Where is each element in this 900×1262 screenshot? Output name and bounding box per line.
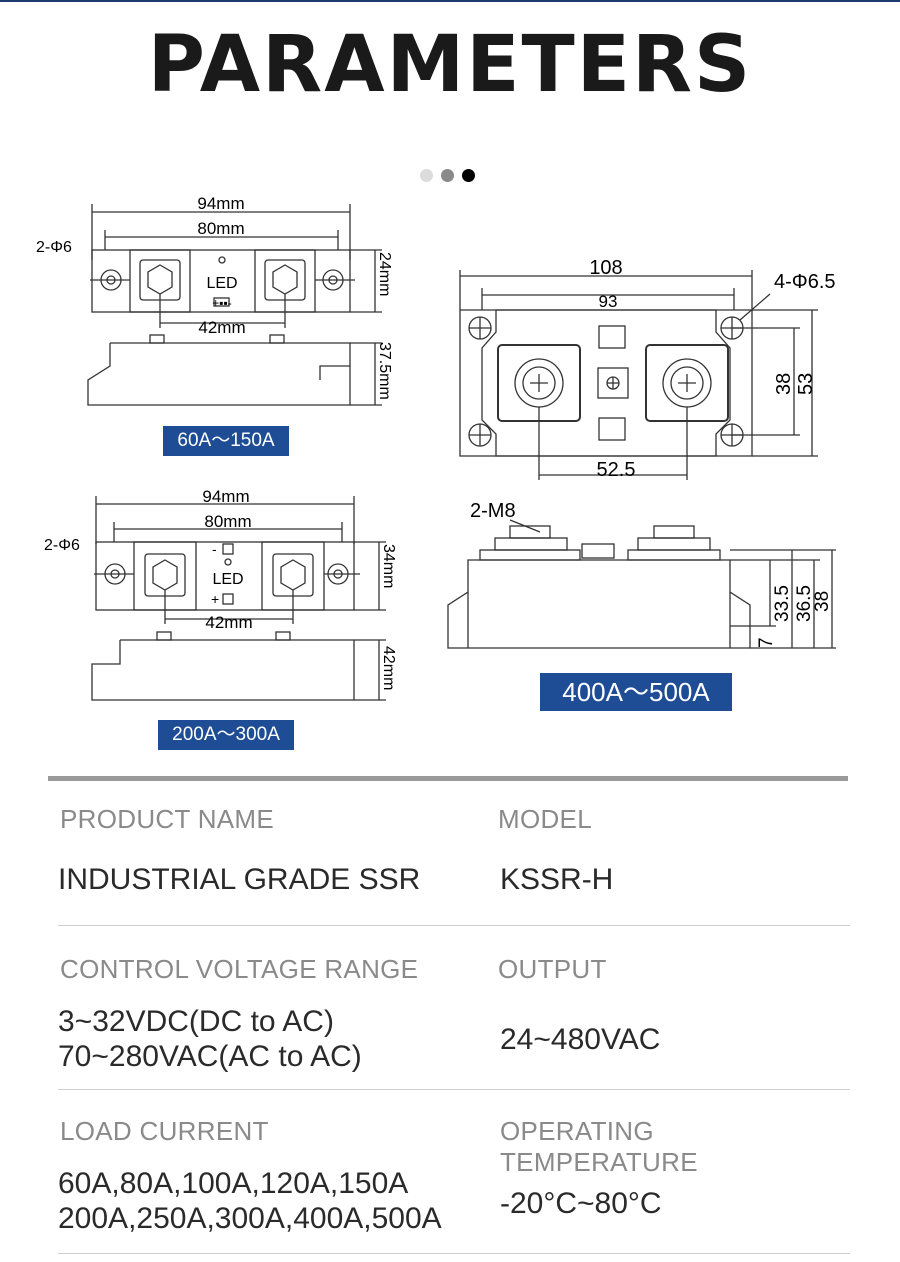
badge-200a-300a: 200A～300A (158, 720, 294, 750)
carousel-dot-1[interactable] (420, 169, 433, 182)
dim-42-depth-label: 42mm (380, 646, 397, 690)
led-label: LED (212, 571, 243, 588)
output-value: 24~480VAC (500, 1023, 661, 1056)
spec-table: PRODUCT NAME INDUSTRIAL GRADE SSR MODEL … (58, 782, 850, 1254)
hole-label: 2-Φ6 (44, 537, 80, 554)
model-label: MODEL (498, 804, 592, 834)
top-accent-line (0, 0, 900, 2)
spec-row-voltage: CONTROL VOLTAGE RANGE 3~32VDC(DC to AC) … (58, 926, 850, 1090)
dim-94-label: 94mm (202, 487, 249, 506)
side-dim-7: 7 (756, 637, 777, 648)
dim-38-label: 38 (773, 373, 795, 395)
diagram-400a-500a: 108 93 52.5 4-Φ6.5 2-M8 38 53 33.5 36.5 … (447, 257, 836, 649)
dim-80-label: 80mm (204, 512, 251, 531)
hole-label: 4-Φ6.5 (774, 271, 836, 293)
led-label: LED (206, 275, 237, 292)
side-dim-36-5: 36.5 (794, 585, 815, 622)
control-voltage-value-1: 3~32VDC(DC to AC) (58, 1005, 334, 1038)
dim-93-label: 93 (599, 292, 618, 311)
dim-42-label: 42mm (198, 318, 245, 337)
load-current-label: LOAD CURRENT (60, 1116, 269, 1146)
dim-24-label: 24mm (376, 252, 393, 296)
carousel-dot-3[interactable] (462, 169, 475, 182)
screw-label: 2-M8 (470, 500, 516, 522)
output-label: OUTPUT (498, 954, 607, 984)
led-polarity: +▪▪- (212, 296, 232, 310)
diagram-200a-300a: 94mm 80mm 42mm 2-Φ6 LED - + 34mm 42mm (44, 487, 397, 701)
operating-temperature-label: OPERATING TEMPERATURE (500, 1116, 698, 1177)
load-current-value-1: 60A,80A,100A,120A,150A (58, 1167, 409, 1200)
model-value: KSSR-H (500, 863, 614, 896)
side-dim-38: 38 (812, 591, 833, 612)
section-divider (48, 776, 848, 781)
spec-row-product: PRODUCT NAME INDUSTRIAL GRADE SSR MODEL … (58, 782, 850, 926)
control-voltage-label: CONTROL VOLTAGE RANGE (60, 954, 419, 984)
product-name-value: INDUSTRIAL GRADE SSR (58, 863, 421, 896)
spec-row-load: LOAD CURRENT 60A,80A,100A,120A,150A 200A… (58, 1090, 850, 1254)
operating-temperature-value: -20°C~80°C (500, 1187, 662, 1220)
dim-34-label: 34mm (380, 544, 397, 588)
led-plus: + (211, 591, 219, 607)
product-name-label: PRODUCT NAME (60, 804, 275, 834)
dim-42-label: 42mm (205, 613, 252, 632)
dim-80-label: 80mm (197, 219, 244, 238)
badge-400a-500a: 400A～500A (540, 673, 732, 711)
badge-60a-150a: 60A～150A (163, 426, 289, 456)
dim-37-5-label: 37.5mm (376, 342, 393, 400)
page-title: PARAMETERS (147, 20, 753, 110)
side-dim-33-5: 33.5 (772, 585, 793, 622)
dim-53-label: 53 (795, 373, 817, 395)
diagram-60a-150a: 94mm 80mm 42mm 2-Φ6 LED +▪▪- 24mm 37.5mm (36, 194, 393, 406)
carousel-dot-2[interactable] (441, 169, 454, 182)
led-minus: - (212, 541, 217, 557)
load-current-value-2: 200A,250A,300A,400A,500A (58, 1202, 442, 1235)
control-voltage-value-2: 70~280VAC(AC to AC) (58, 1040, 362, 1073)
hole-label: 2-Φ6 (36, 239, 72, 256)
carousel-dots[interactable] (420, 169, 475, 183)
dim-52-5-label: 52.5 (597, 459, 636, 481)
dim-94-label: 94mm (197, 194, 244, 213)
dim-108-label: 108 (589, 257, 622, 279)
